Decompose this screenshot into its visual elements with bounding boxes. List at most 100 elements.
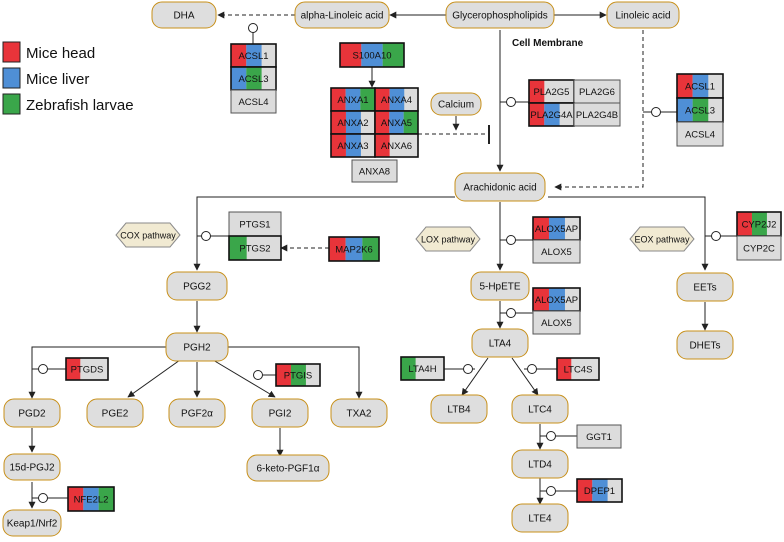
catalysis-circle	[651, 107, 661, 117]
metabolite-box	[330, 398, 388, 428]
metabolite-hpete: 5-HpETE	[470, 271, 530, 301]
gene-color-segment	[345, 111, 361, 134]
metabolite-box	[165, 332, 229, 362]
gene-border	[400, 356, 445, 381]
catalysis-circle	[253, 370, 263, 380]
catalysis-circle	[506, 308, 516, 318]
gene-anxa4: ANXA4	[374, 87, 419, 112]
edge-pgh2-to-txa2	[228, 346, 363, 399]
catalysis-circle	[546, 431, 556, 441]
gene-label: PTGS2	[239, 244, 270, 255]
gene-color-segment	[401, 357, 416, 380]
gene-color-segment	[544, 103, 560, 126]
gene-acsl3-b: ACSL3	[676, 97, 724, 123]
gene-s100a10: S100A10	[339, 42, 405, 68]
gene-map2k6: MAP2K6	[328, 236, 380, 262]
metabolite-box	[86, 398, 144, 428]
metabolite-box	[471, 328, 529, 358]
gene-anxa5: ANXA5	[374, 110, 419, 135]
gene-anxa8: ANXA8	[351, 159, 398, 183]
gene-color-segment	[375, 111, 390, 134]
gene-label: ANXA4	[381, 95, 412, 106]
metabolite-label: LTC4	[528, 405, 552, 416]
gene-cyp2c: CYP2C	[736, 235, 782, 261]
metabolite-pgg2: PGG2	[166, 271, 228, 301]
gene-label: PTGS1	[239, 220, 270, 231]
gene-color-segment	[362, 237, 379, 261]
gene-border	[556, 357, 600, 381]
gene-label: ACSL3	[685, 106, 715, 117]
metabolite-label: LTE4	[528, 514, 552, 525]
metabolite-label: Arachidonic acid	[463, 183, 536, 194]
metabolite-keap1: Keap1/Nrf2	[2, 509, 62, 537]
gene-color-segment	[231, 44, 247, 67]
gene-border	[676, 121, 724, 147]
gene-color-segment	[382, 43, 404, 67]
gene-border	[573, 102, 621, 127]
metabolite-label: alpha-Linoleic acid	[301, 11, 384, 22]
gene-bg	[577, 425, 621, 448]
gene-border	[67, 486, 115, 512]
legend-swatch-mice-head	[2, 41, 21, 63]
gene-color-segment	[751, 212, 767, 236]
legend-label-mice-head: Mice head	[26, 45, 95, 62]
gene-label: ANXA8	[359, 167, 390, 178]
gene-acsl4-a: ACSL4	[230, 89, 277, 114]
gene-label: PLA2G4B	[576, 110, 618, 121]
gene-cyp2j2: CYP2J2	[736, 211, 782, 237]
metabolite-dhets: DHETs	[676, 330, 734, 360]
metabolite-glycerophospholipids: Glycerophospholipids	[445, 1, 555, 29]
cell-membrane-label: Cell Membrane	[512, 38, 584, 49]
metabolite-box	[511, 449, 569, 479]
gene-color-segment	[677, 98, 693, 122]
metabolite-box	[2, 509, 62, 537]
catalysis-circle	[546, 486, 556, 496]
gene-color-segment	[533, 217, 549, 240]
gene-color-segment	[548, 217, 565, 240]
edge-linoleic-to-arachidonic	[554, 30, 644, 191]
catalysis-circle	[463, 364, 473, 374]
gene-color-segment	[548, 288, 565, 311]
gene-color-segment	[329, 237, 346, 261]
metabolite-pgd2: PGD2	[3, 398, 61, 428]
metabolite-layer: DHA alpha-Linoleic acid Glycerophospholipi…	[2, 1, 734, 537]
gene-label: DPEP1	[584, 486, 615, 497]
metabolite-label: LTA4	[489, 339, 512, 350]
gene-acsl3-a: ACSL3	[230, 66, 277, 91]
gene-label: ACSL1	[685, 82, 715, 93]
catalysis-circle	[248, 23, 258, 33]
edge-lta4-to-ltb4	[461, 357, 489, 396]
metabolite-linoleic: Linoleic acid	[606, 1, 680, 29]
gene-label: ANXA3	[337, 141, 368, 152]
pathway-label: EOX pathway	[634, 235, 690, 245]
gene-alox5ap-b: ALOX5AP	[532, 287, 581, 312]
metabolite-label: Calcium	[438, 100, 474, 111]
gene-label: ALOX5AP	[535, 224, 578, 235]
metabolite-box	[251, 398, 309, 428]
gene-label: ALOX5AP	[535, 295, 578, 306]
gene-lta4h: LTA4H	[400, 356, 445, 381]
gene-bg	[352, 160, 397, 182]
catalysis-circle	[711, 231, 721, 241]
gene-color-segment	[68, 487, 84, 511]
catalysis-circle	[38, 493, 48, 503]
gene-color-segment	[529, 103, 545, 126]
gene-color-segment	[533, 288, 549, 311]
gene-color-segment	[331, 134, 346, 157]
gene-border	[65, 357, 109, 381]
metabolite-label: LTD4	[528, 460, 552, 471]
gene-border	[532, 239, 581, 264]
metabolite-box	[676, 330, 734, 360]
gene-ptgs1: PTGS1	[228, 211, 282, 237]
metabolite-label: DHA	[173, 11, 194, 22]
metabolite-box	[511, 394, 569, 424]
gene-label: MAP2K6	[335, 245, 373, 256]
catalysis-circle	[506, 97, 516, 107]
edge-arachidonic-to-pgg2	[193, 196, 455, 271]
pathway-label: LOX pathway	[421, 235, 476, 245]
gene-nfe2l2: NFE2L2	[67, 486, 115, 512]
gene-color-segment	[83, 487, 99, 511]
gene-color-segment	[246, 44, 262, 67]
metabolite-box	[3, 453, 61, 481]
